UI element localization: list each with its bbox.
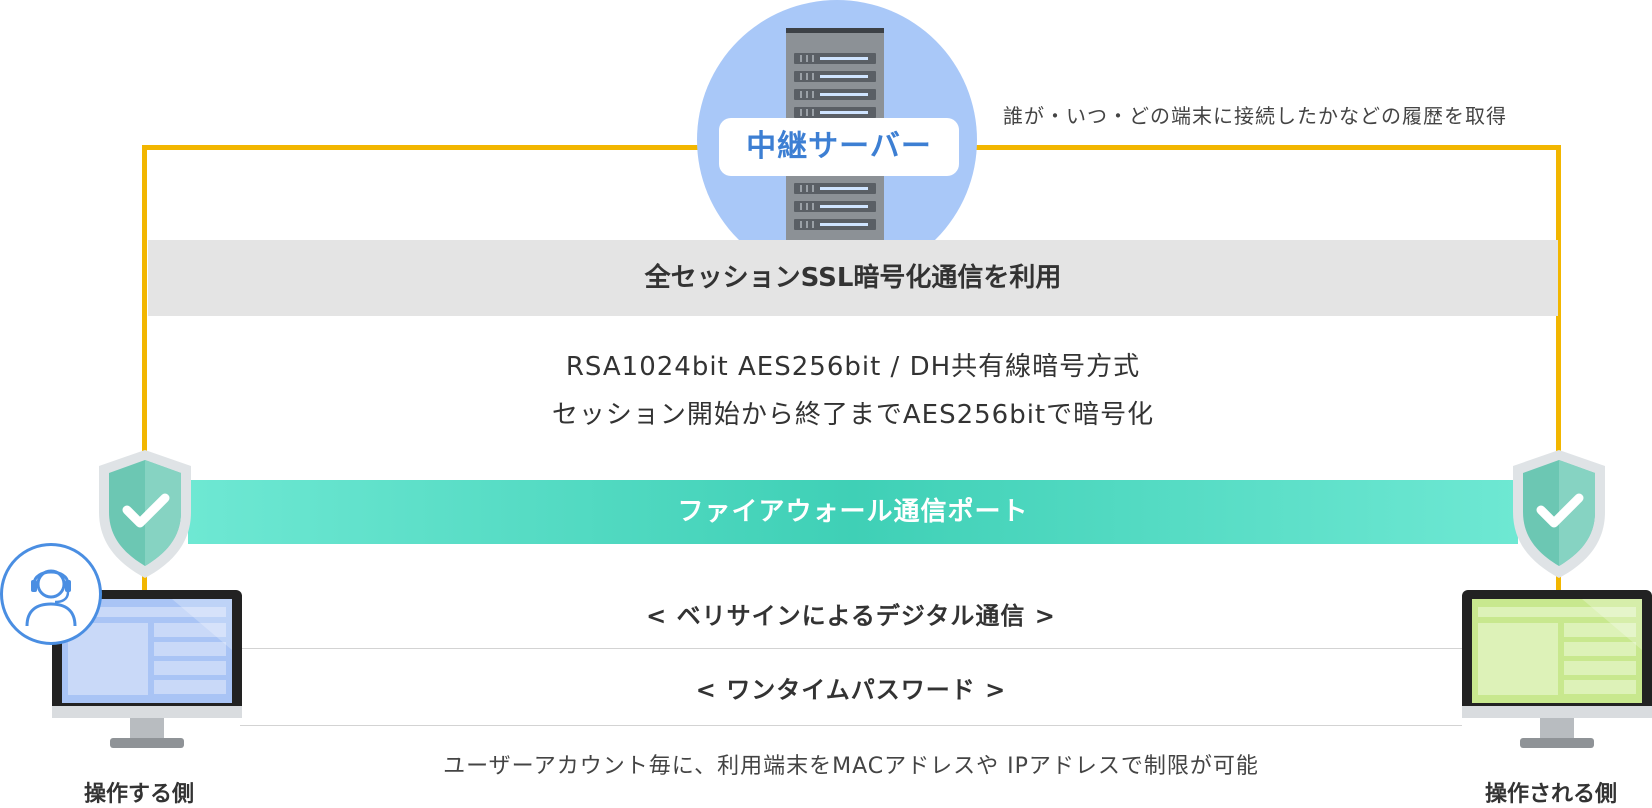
divider <box>240 648 1462 649</box>
operator-side-label: 操作する側 <box>84 782 195 807</box>
connection-wire-top-right <box>972 145 1561 150</box>
history-note: 誰が・いつ・どの端末に接続したかなどの履歴を取得 <box>1003 104 1507 128</box>
shield-check-icon <box>99 450 191 578</box>
operator-avatar <box>0 543 102 645</box>
verisign-digital-line: < ベリサインによるデジタル通信 > <box>646 602 1056 630</box>
connection-wire-right <box>1556 145 1561 590</box>
monitor-icon <box>1462 590 1652 748</box>
firewall-port-band: ファイアウォール通信ポート <box>188 480 1518 544</box>
headset-operator-icon <box>25 569 77 627</box>
one-time-password-line: < ワンタイムパスワード > <box>695 676 1007 704</box>
shield-check-icon <box>1513 450 1605 578</box>
encryption-method-line: RSA1024bit AES256bit / DH共有線暗号方式 <box>565 352 1141 382</box>
monitor-icon <box>52 590 242 748</box>
connection-wire-top-left <box>142 145 702 150</box>
device-restriction-note: ユーザーアカウント毎に、利用端末をMACアドレスや IPアドレスで制限が可能 <box>443 754 1259 779</box>
divider <box>240 725 1462 726</box>
connection-wire-left <box>142 145 147 590</box>
encryption-scope-line: セッション開始から終了までAES256bitで暗号化 <box>551 400 1155 430</box>
relay-server-label: 中継サーバー <box>719 118 959 176</box>
operated-side-label: 操作される側 <box>1485 782 1618 807</box>
ssl-band-title: 全セッションSSL暗号化通信を利用 <box>148 240 1558 316</box>
